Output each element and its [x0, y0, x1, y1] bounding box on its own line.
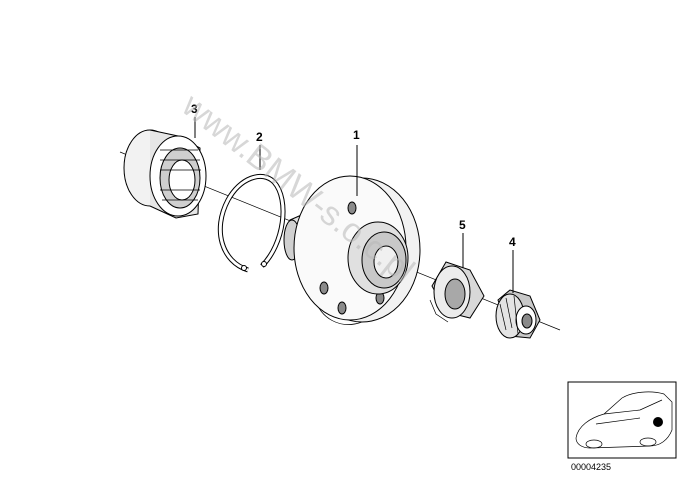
castle-nut-part	[495, 289, 541, 339]
reference-number: 00004235	[571, 462, 611, 472]
circlip-part	[217, 173, 286, 273]
callout-2: 2	[256, 130, 263, 144]
collar-nut-part	[429, 261, 485, 323]
location-marker-icon	[653, 417, 663, 427]
location-thumbnail	[567, 381, 677, 459]
callout-4: 4	[509, 235, 516, 249]
callout-1: 1	[353, 128, 360, 142]
callout-5: 5	[459, 218, 466, 232]
callout-3: 3	[191, 102, 198, 116]
car-silhouette-icon	[575, 391, 673, 449]
wheel-bearing-part	[123, 129, 207, 219]
wheel-hub-part	[283, 175, 421, 325]
